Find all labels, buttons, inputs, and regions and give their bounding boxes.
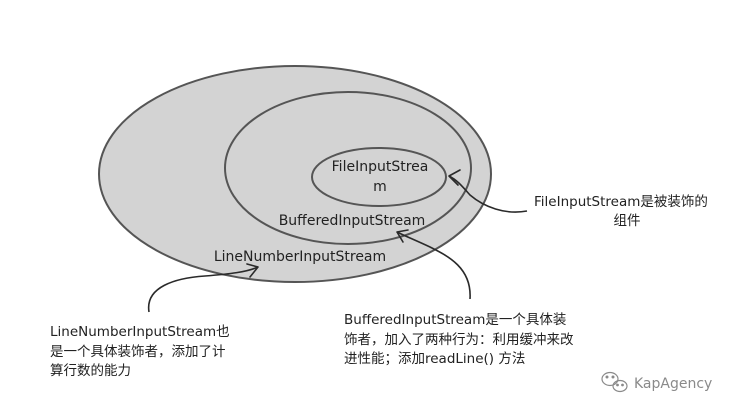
outer-node-label: LineNumberInputStream bbox=[214, 249, 386, 265]
buffered-annotation-line-2: 饰者，加入了两种行为：利用缓冲来改 bbox=[344, 332, 574, 348]
line-number-connector bbox=[147, 263, 259, 313]
inner-ellipse bbox=[311, 147, 447, 207]
file-annotation-line-1: FileInputStream是被装饰的 bbox=[534, 194, 708, 210]
file-annotation-line-2: 组件 bbox=[614, 213, 641, 229]
file-input-stream-node: FileInputStrea m bbox=[311, 147, 447, 207]
buffered-annotation-line-3: 进性能；添加readLine() 方法 bbox=[344, 351, 525, 367]
watermark-text: KapAgency bbox=[634, 376, 712, 392]
file-annotation: FileInputStream是被装饰的 组件 bbox=[534, 194, 708, 229]
line-number-connector-arrowhead bbox=[246, 263, 259, 278]
file-connector bbox=[448, 169, 528, 213]
middle-node-label: BufferedInputStream bbox=[279, 213, 426, 229]
buffered-annotation-line-1: BufferedInputStream是一个具体装 bbox=[344, 312, 566, 328]
line-number-annotation-line-1: LineNumberInputStream也 bbox=[50, 324, 230, 340]
wechat-icon bbox=[601, 371, 628, 393]
file-connector-arrowhead bbox=[448, 169, 461, 186]
line-number-annotation-line-3: 算行数的能力 bbox=[50, 363, 131, 379]
watermark: KapAgency bbox=[601, 371, 712, 393]
buffered-annotation: BufferedInputStream是一个具体装 饰者，加入了两种行为：利用缓… bbox=[344, 312, 574, 367]
buffered-connector-line bbox=[396, 231, 471, 300]
file-connector-line bbox=[448, 175, 528, 213]
line-number-annotation: LineNumberInputStream也 是一个具体装饰者，添加了计 算行数… bbox=[50, 324, 230, 379]
inner-node-label-line-1: FileInputStrea bbox=[332, 159, 429, 175]
buffered-connector bbox=[396, 229, 471, 300]
inner-node-label-line-2: m bbox=[373, 179, 387, 195]
buffered-connector-arrowhead bbox=[396, 229, 409, 243]
line-number-annotation-line-2: 是一个具体装饰者，添加了计 bbox=[50, 344, 226, 360]
line-number-connector-line bbox=[147, 266, 259, 313]
